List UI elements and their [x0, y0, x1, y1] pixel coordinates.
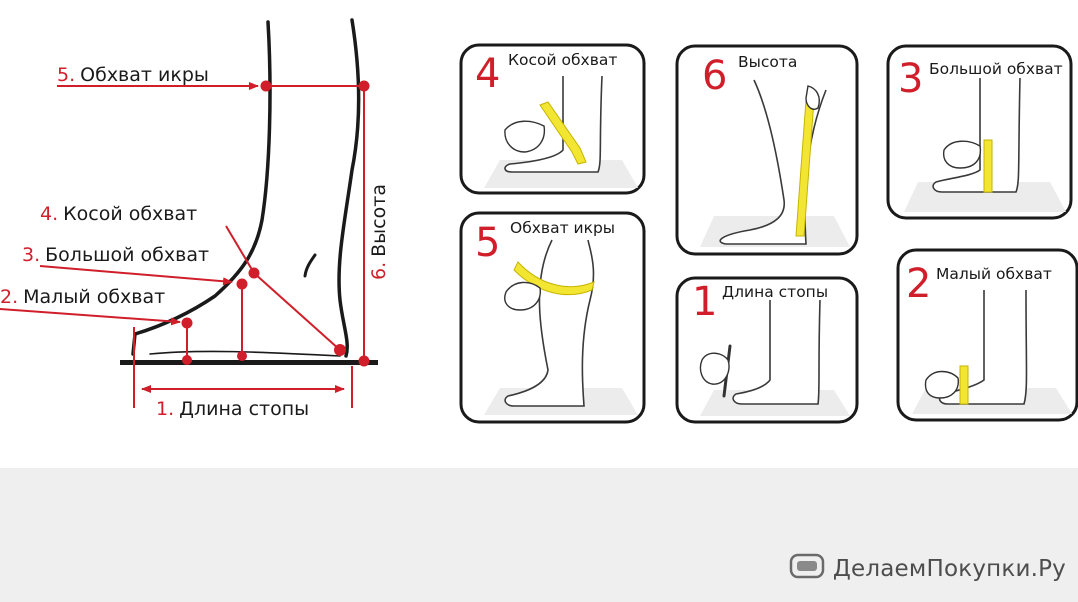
card-caption: Малый обхват [936, 265, 1052, 283]
card-number: 1 [692, 279, 717, 325]
svg-text:1.Длина стопы: 1.Длина стопы [156, 398, 309, 420]
floor-line [120, 360, 378, 365]
measure-points [181, 80, 370, 367]
card-oblique-girth: 4 Косой обхват [459, 43, 646, 195]
label-oblique-girth: 4.Косой обхват [40, 203, 197, 225]
card-foot-length: 1 Длина стопы [675, 276, 859, 424]
card-number: 5 [475, 220, 500, 266]
card-number: 3 [898, 56, 923, 102]
card-caption: Длина стопы [722, 283, 828, 301]
card-caption: Большой обхват [929, 60, 1063, 78]
label-height: 6.Высота [368, 184, 390, 280]
card-caption: Косой обхват [508, 51, 617, 69]
watermark: ДелаемПокупки.Ру [789, 553, 1066, 584]
card-big-girth: 3 Большой обхват [886, 44, 1073, 220]
svg-text:3.Большой обхват: 3.Большой обхват [22, 244, 209, 266]
label-big-girth: 3.Большой обхват [22, 244, 209, 266]
svg-text:5.Обхват икры: 5.Обхват икры [57, 64, 209, 86]
card-number: 6 [702, 53, 727, 99]
measure-lines [0, 82, 365, 408]
card-caption: Высота [738, 53, 797, 71]
card-caption: Обхват икры [510, 219, 615, 237]
footer-area [0, 468, 1078, 602]
label-calf-girth: 5.Обхват икры [57, 64, 209, 86]
chat-bubble-icon [789, 553, 825, 584]
card-number: 2 [906, 261, 931, 307]
card-height: 6 Высота [675, 44, 859, 256]
watermark-text: ДелаемПокупки.Ру [832, 555, 1066, 582]
svg-text:4.Косой обхват: 4.Косой обхват [40, 203, 197, 225]
svg-text:6.Высота: 6.Высота [368, 184, 390, 280]
card-calf-girth: 5 Обхват икры [459, 211, 646, 424]
svg-text:2.Малый обхват: 2.Малый обхват [0, 286, 165, 308]
measurement-figure: 5.Обхват икры 4.Косой обхват 3.Большой о… [0, 0, 1078, 468]
measurement-diagram: 5.Обхват икры 4.Косой обхват 3.Большой о… [0, 18, 1078, 424]
label-foot-length: 1.Длина стопы [156, 398, 309, 420]
card-small-girth: 2 Малый обхват [896, 248, 1078, 422]
label-small-girth: 2.Малый обхват [0, 286, 165, 308]
card-number: 4 [475, 51, 500, 97]
